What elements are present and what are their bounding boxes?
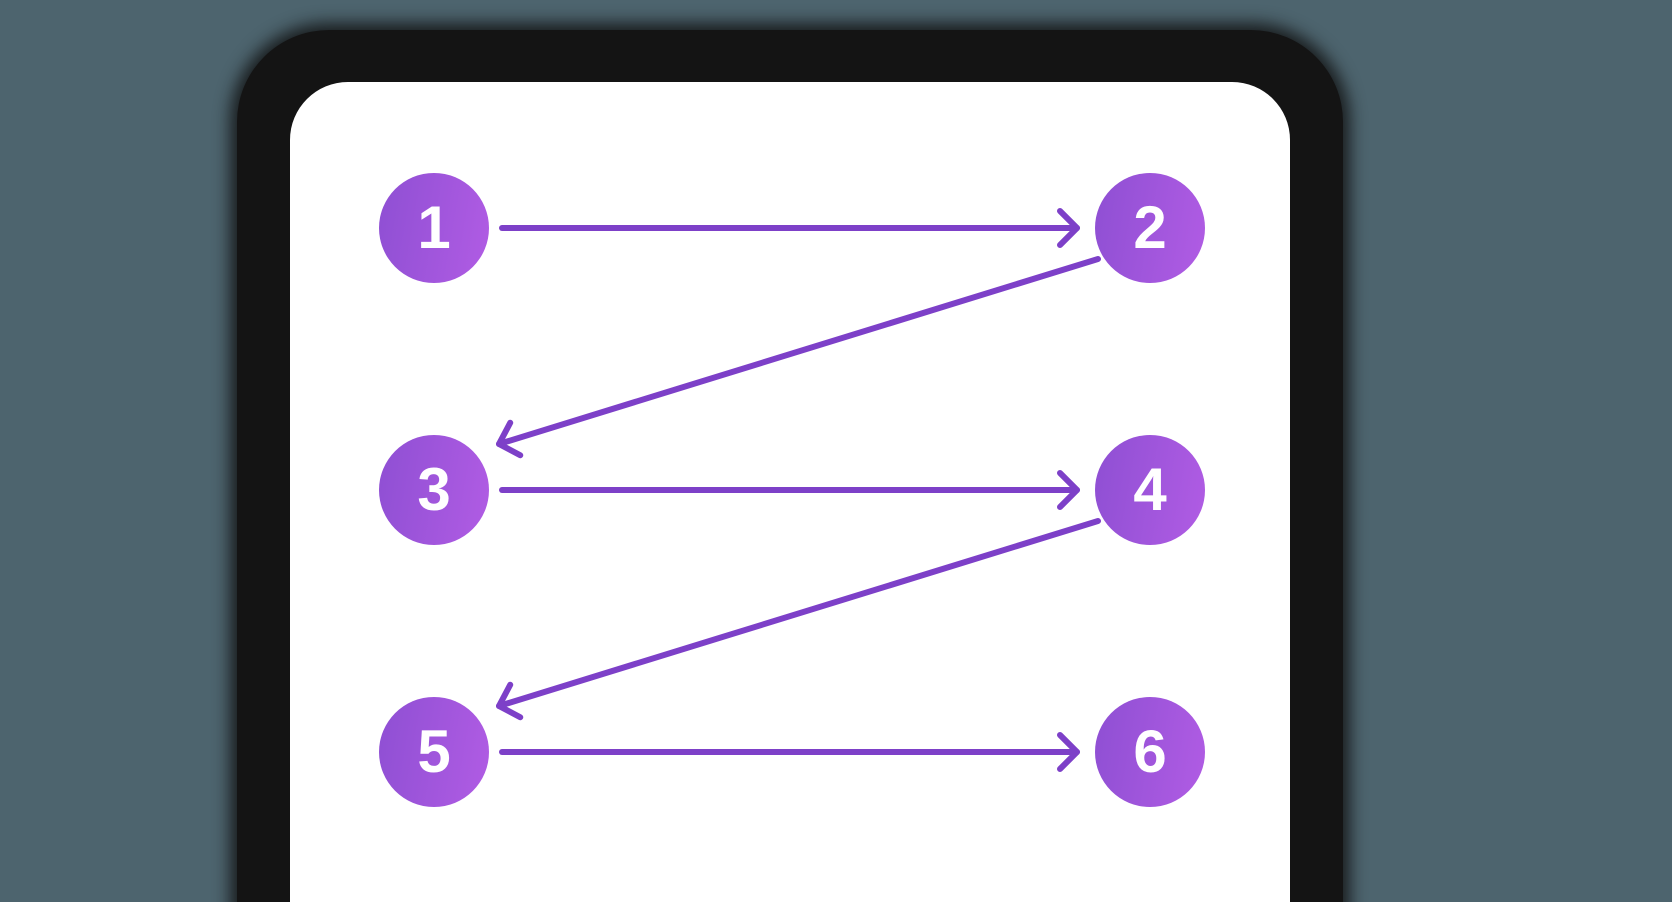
step-node-6: 6 [1095,697,1205,807]
step-node-2: 2 [1095,173,1205,283]
step-node-5: 5 [379,697,489,807]
step-node-label-5: 5 [417,718,451,785]
step-node-1: 1 [379,173,489,283]
step-node-3: 3 [379,435,489,545]
step-node-label-3: 3 [417,456,451,523]
step-node-label-6: 6 [1133,718,1167,785]
step-node-label-4: 4 [1133,456,1167,523]
step-node-label-1: 1 [417,194,451,261]
step-node-4: 4 [1095,435,1205,545]
step-node-label-2: 2 [1133,194,1167,261]
